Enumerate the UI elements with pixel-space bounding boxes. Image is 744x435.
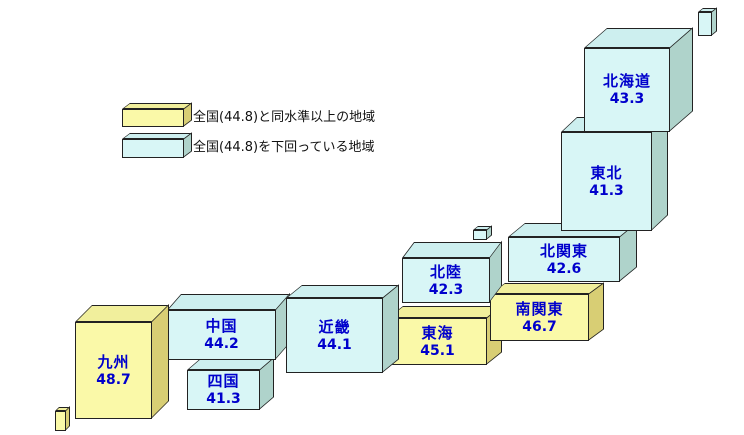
legend-label-below: 全国(44.8)を下回っている地域 xyxy=(193,140,375,155)
region-name: 東海 xyxy=(421,323,454,342)
region-value: 44.2 xyxy=(204,336,239,352)
box-side-face xyxy=(588,282,604,341)
region-value: 45.1 xyxy=(420,342,455,359)
region-name: 北陸 xyxy=(429,262,462,281)
region-value: 42.3 xyxy=(428,281,464,298)
region-value: 48.7 xyxy=(96,371,131,388)
region-value: 46.7 xyxy=(522,318,557,335)
region-value: 44.1 xyxy=(317,336,352,353)
box-side-face xyxy=(151,304,169,419)
box-top-face xyxy=(286,285,399,298)
box-top-face xyxy=(402,242,502,258)
box-top-face xyxy=(490,283,604,294)
box-front-face xyxy=(122,139,184,158)
region-value: 43.3 xyxy=(609,91,645,107)
region-name: 九州 xyxy=(97,352,130,371)
region-value: 41.3 xyxy=(589,182,624,199)
region-name: 近畿 xyxy=(318,317,351,336)
region-name: 四国 xyxy=(207,372,240,390)
box-top-face xyxy=(167,294,290,310)
region-value: 42.6 xyxy=(546,260,582,277)
region-name: 東北 xyxy=(590,163,623,182)
box-front-face xyxy=(55,411,66,431)
region-value: 41.3 xyxy=(206,391,241,407)
region-name: 中国 xyxy=(205,317,238,335)
box-top-face xyxy=(388,306,502,318)
box-front-face xyxy=(473,230,487,240)
box-side-face xyxy=(382,284,399,373)
region-name: 北海道 xyxy=(602,72,651,90)
region-name: 北関東 xyxy=(539,241,588,260)
box-front-face xyxy=(122,109,184,127)
region-name: 南関東 xyxy=(515,299,564,318)
box-front-face xyxy=(698,12,712,36)
box-side-face xyxy=(651,116,668,231)
legend-label-above: 全国(44.8)と同水準以上の地域 xyxy=(193,110,376,125)
